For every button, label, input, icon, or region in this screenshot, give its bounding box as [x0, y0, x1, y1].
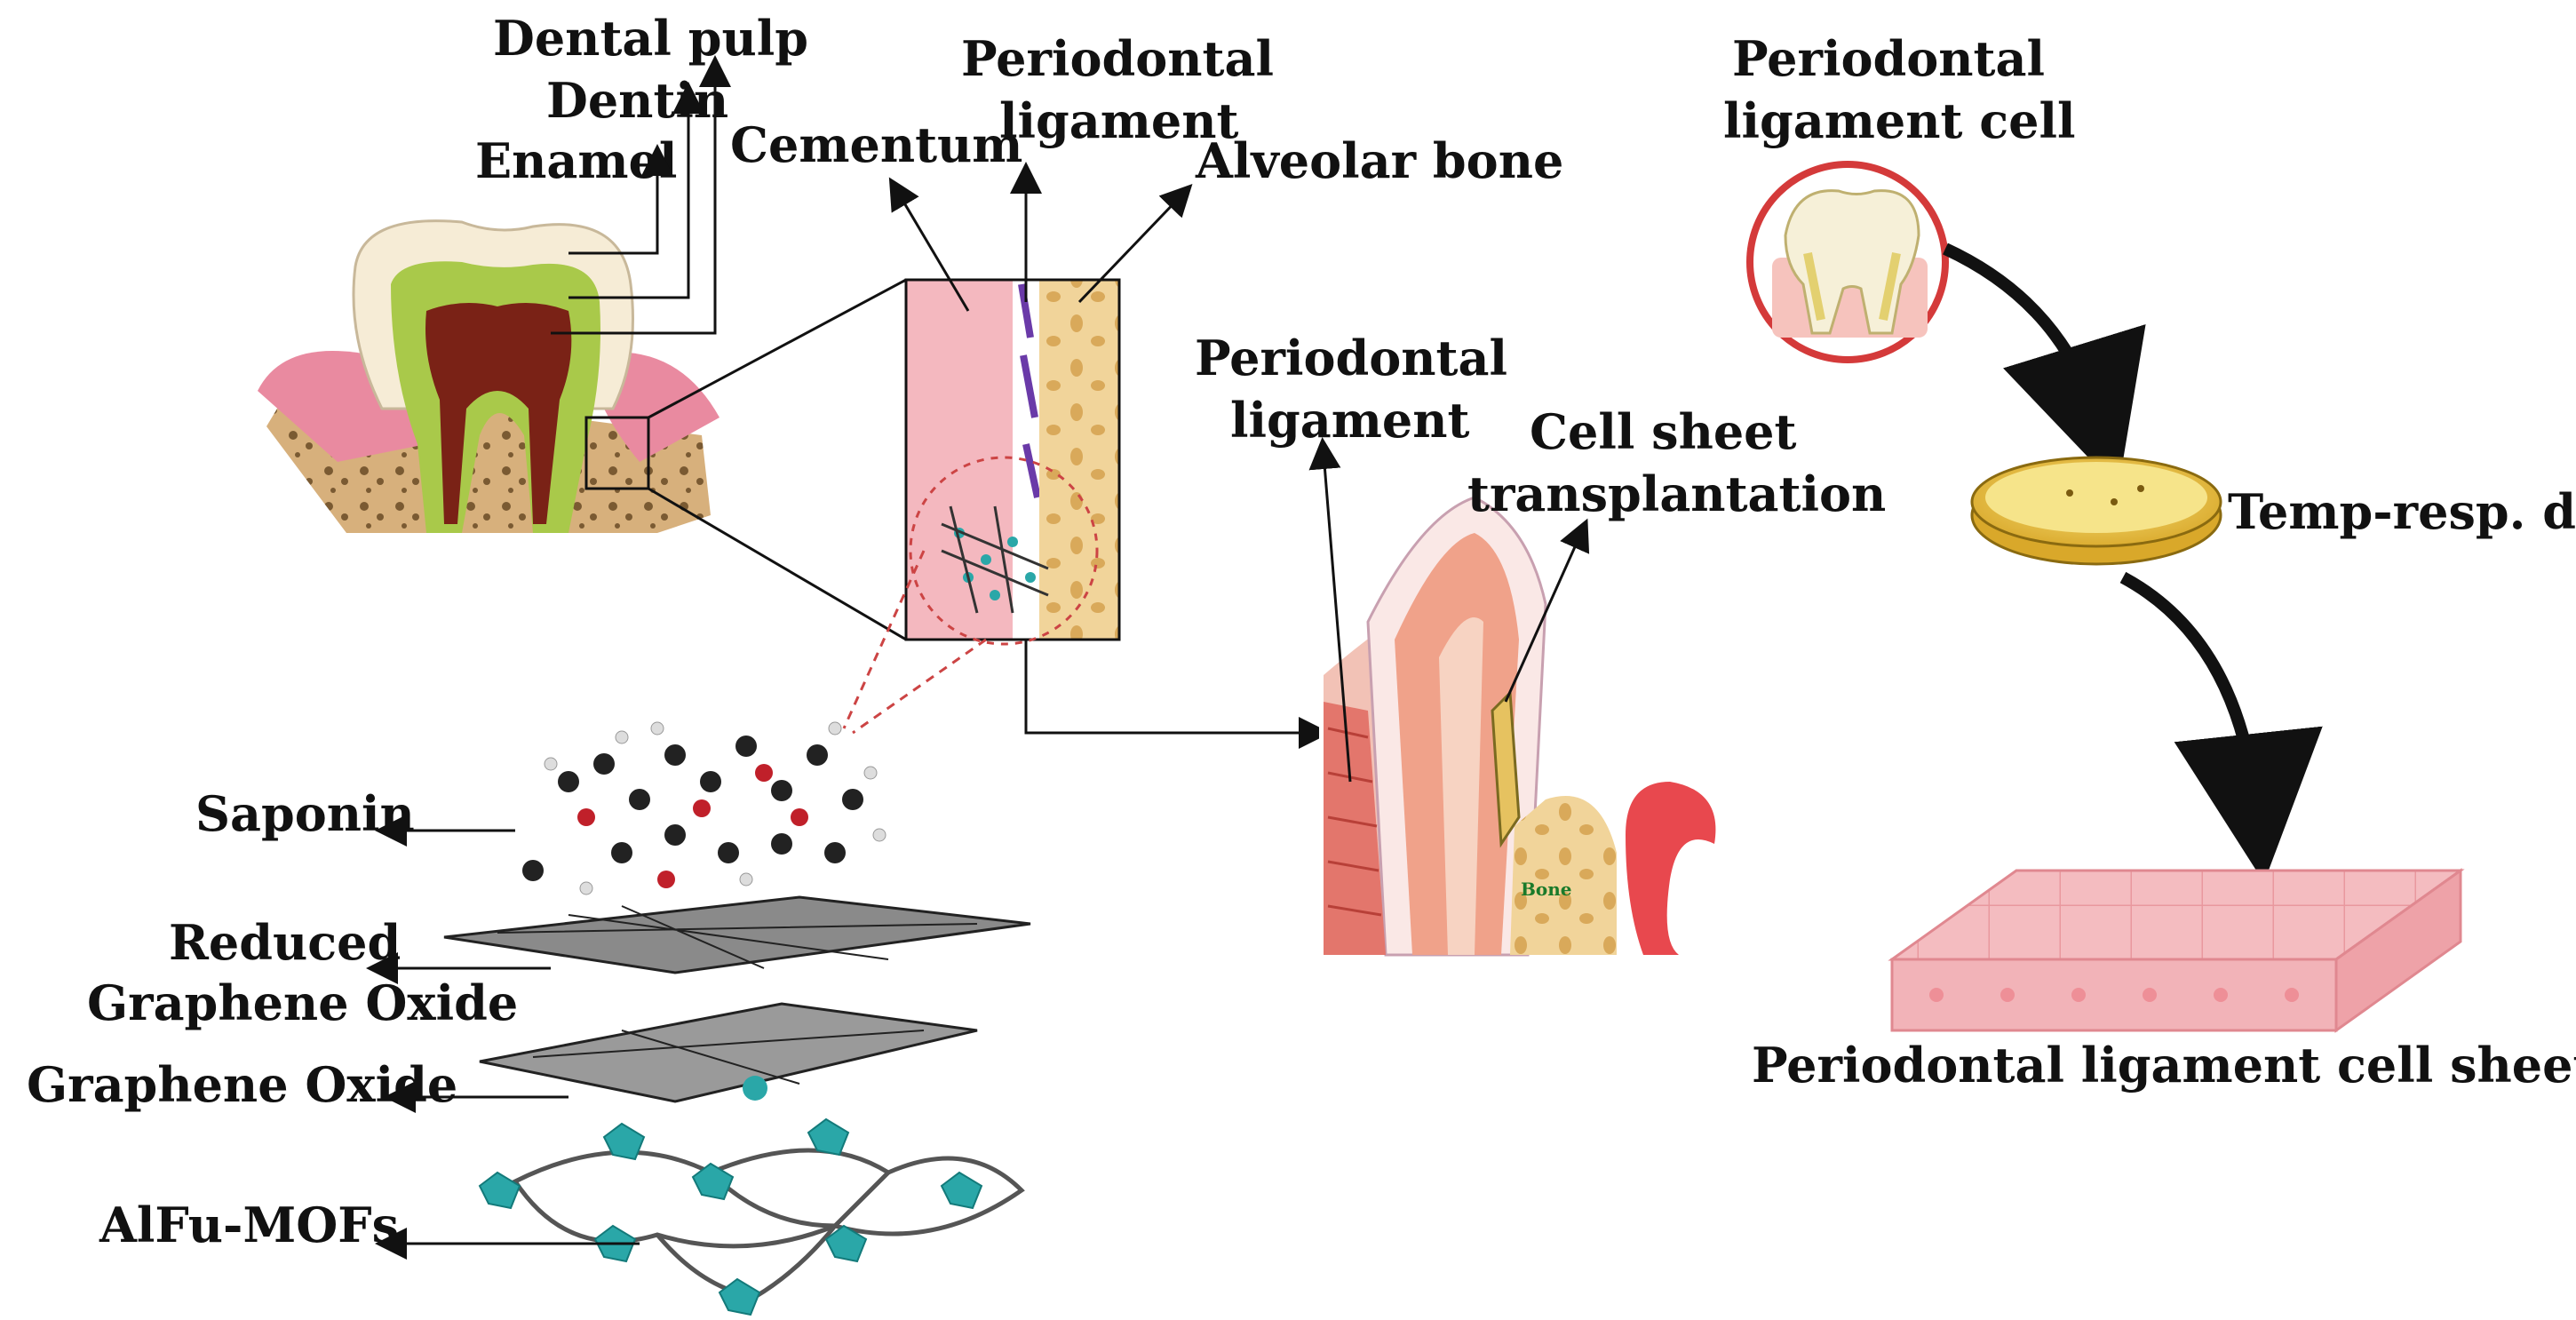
label-dental-pulp: Dental pulp: [493, 10, 808, 67]
transplant-illustration: Bone: [1319, 496, 1716, 957]
label-bone: Bone: [1521, 879, 1572, 900]
temp-resp-dish: [1970, 456, 2222, 566]
label-rgo-line1: Reduced: [169, 914, 401, 971]
leader-alveolar: [1077, 184, 1193, 304]
label-transplant-pdl-line1: Periodontal: [1195, 330, 1507, 386]
cell-sheet-graft: [1491, 689, 1521, 848]
pulp-shape: [425, 303, 572, 524]
magnify-circle: [909, 456, 1099, 646]
tooth-pulp: [1439, 617, 1483, 955]
label-rgo-line2: Graphene Oxide: [87, 974, 518, 1031]
leader-cementum: [888, 177, 970, 312]
label-pdl-line1: Periodontal: [961, 30, 1274, 87]
label-cementum: Cementum: [730, 116, 1022, 173]
section-frame: [904, 278, 1121, 641]
leader-cell-sheet: [1504, 518, 1590, 703]
zoom-line-top: [648, 278, 907, 419]
zoom-line-bottom: [648, 487, 907, 641]
leader-enamel: [568, 144, 673, 255]
label-mof: AlFu-MOFs: [99, 1197, 399, 1253]
mof-lattice: [478, 1117, 1025, 1316]
tooth-cross-section: [258, 219, 720, 533]
label-saponin: Saponin: [195, 785, 415, 842]
label-pdl-cell-line1: Periodontal: [1732, 30, 2045, 87]
label-pdl-line2: ligament: [999, 92, 1239, 149]
label-cell-sheet-line2: transplantation: [1467, 465, 1886, 522]
leader-dentin: [568, 82, 704, 299]
label-alveolar-bone: Alveolar bone: [1195, 132, 1563, 189]
mini-graphene-bonds: [941, 505, 1049, 614]
go-sheet: [479, 1002, 978, 1103]
gum-flap: [1626, 782, 1716, 955]
cell-sheet-slab: [1888, 868, 2465, 1033]
saponin-molecule: [522, 721, 886, 895]
ligament-fibers: [1018, 283, 1041, 498]
label-cell-sheet: Periodontal ligament cell sheet: [1752, 1037, 2576, 1093]
rgo-sheet: [443, 895, 1031, 974]
pdl-cell-source: [1746, 161, 1949, 363]
label-enamel: Enamel: [475, 132, 677, 189]
label-go: Graphene Oxide: [27, 1056, 457, 1113]
label-dentin: Dentin: [546, 72, 728, 129]
connector-to-transplant: [1024, 640, 1331, 749]
label-pdl-cell-line2: ligament cell: [1723, 92, 2076, 149]
leader-transplant-pdl: [1308, 437, 1352, 783]
label-transplant-pdl-line2: ligament: [1230, 392, 1470, 449]
arrow-cell-to-dish: [1943, 243, 2146, 489]
pdl-band: [1324, 702, 1386, 955]
alveolar-bone-region: [1039, 280, 1119, 640]
leader-pulp: [551, 55, 731, 335]
transplant-bone: [1510, 796, 1617, 955]
label-cell-sheet-line1: Cell sheet: [1530, 403, 1797, 460]
arrow-dish-to-sheet: [2119, 571, 2323, 883]
zoom-source-box: [584, 416, 650, 490]
label-dish: Temp-resp. dish: [2228, 483, 2576, 540]
periodontal-section: [904, 278, 1121, 646]
magnify-lines: [842, 550, 987, 735]
